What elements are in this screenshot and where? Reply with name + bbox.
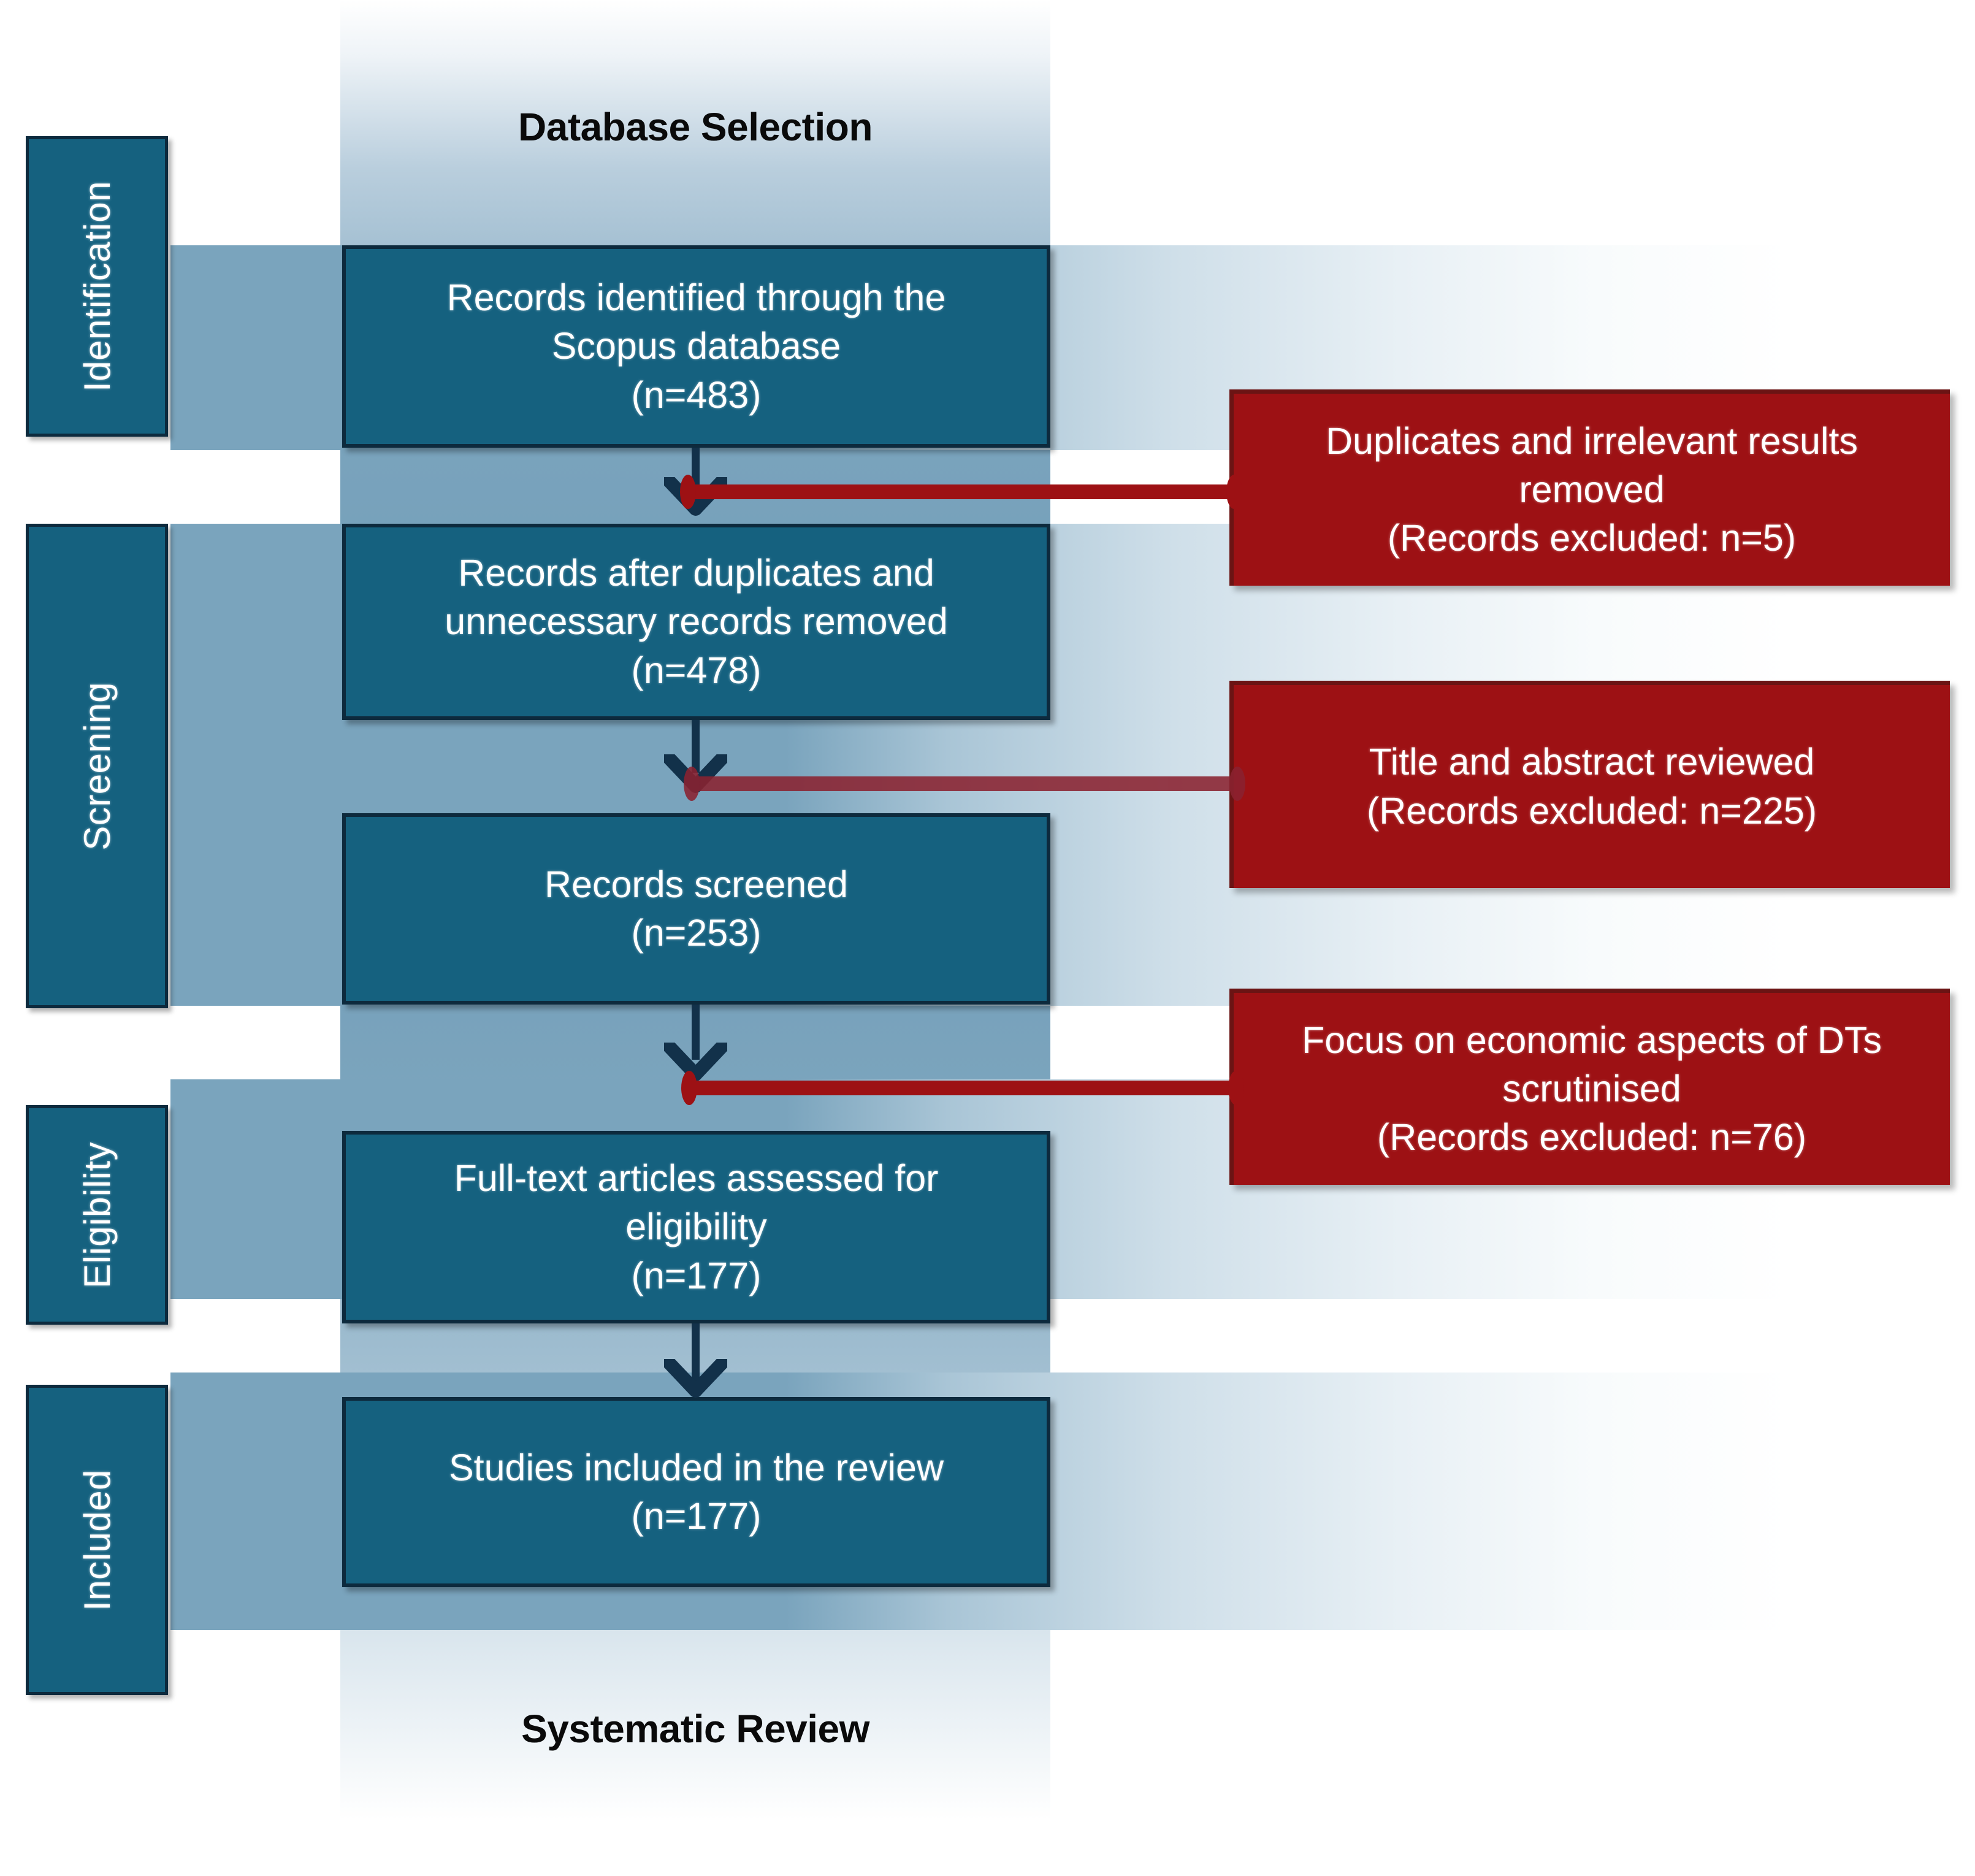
- flow-box-line-3: (n=483): [631, 373, 762, 416]
- connector-endpoint-right: [1226, 475, 1242, 509]
- exclusion-box-title-abstract-reviewed: Title and abstract reviewed (Records exc…: [1229, 681, 1950, 888]
- diagram-title-top: Database Selection: [518, 105, 873, 149]
- flow-box-line-1: Records screened: [544, 863, 849, 905]
- flow-box-line-1: Full-text articles assessed for: [454, 1157, 939, 1200]
- connector-endpoint-left: [680, 475, 696, 509]
- flow-box-full-text-assessed: Full-text articles assessed for eligibil…: [342, 1131, 1050, 1323]
- arrow-stem-2: [692, 720, 700, 773]
- exclusion-box-line-2: (Records excluded: n=225): [1366, 789, 1817, 832]
- flow-box-records-after-duplicates: Records after duplicates and unnecessary…: [342, 524, 1050, 720]
- exclusion-box-line-1: Duplicates and irrelevant results: [1326, 419, 1858, 462]
- flow-box-line-3: (n=478): [631, 649, 762, 691]
- stage-tab-eligibility-label: Eligibility: [76, 1141, 118, 1288]
- exclusion-box-economic-focus-scrutinised: Focus on economic aspects of DTs scrutin…: [1229, 989, 1950, 1185]
- flow-box-line-1: Records after duplicates and: [458, 552, 934, 594]
- flow-box-line-2: (n=177): [631, 1495, 762, 1537]
- exclusion-box-line-3: (Records excluded: n=5): [1387, 517, 1797, 559]
- flow-box-line-2: unnecessary records removed: [445, 600, 948, 643]
- stage-tab-included: Included: [26, 1385, 168, 1695]
- exclusion-box-line-1: Focus on economic aspects of DTs: [1302, 1019, 1882, 1061]
- flow-box-line-2: (n=253): [631, 912, 762, 954]
- exclusion-box-line-2: removed: [1519, 468, 1665, 510]
- flow-box-studies-included: Studies included in the review (n=177): [342, 1397, 1050, 1587]
- stage-tab-included-label: Included: [76, 1469, 118, 1611]
- arrow-down-icon-3: [664, 1043, 727, 1083]
- connector-endpoint-left: [681, 1071, 697, 1105]
- arrow-down-icon-4: [664, 1359, 727, 1399]
- flow-box-line-2: eligibility: [625, 1206, 767, 1248]
- arrow-stem-4: [692, 1323, 700, 1385]
- connector-line-title-abstract: [684, 767, 1245, 801]
- diagram-title-bottom: Systematic Review: [521, 1707, 869, 1751]
- stage-tab-identification: Identification: [26, 136, 168, 437]
- connector-line-duplicates: [680, 475, 1242, 509]
- connector-endpoint-left: [684, 767, 700, 801]
- exclusion-box-line-2: scrutinised: [1502, 1067, 1681, 1109]
- stage-tab-screening-label: Screening: [76, 681, 118, 851]
- exclusion-box-line-3: (Records excluded: n=76): [1377, 1116, 1807, 1158]
- flow-box-line-3: (n=177): [631, 1254, 762, 1296]
- flow-box-records-screened: Records screened (n=253): [342, 813, 1050, 1005]
- arrow-stem-3: [692, 1005, 700, 1060]
- connector-endpoint-right: [1228, 1071, 1244, 1105]
- flow-box-line-1: Studies included in the review: [448, 1446, 944, 1488]
- connector-line-economic-focus: [681, 1071, 1244, 1105]
- stage-tab-screening: Screening: [26, 524, 168, 1008]
- flow-box-line-1: Records identified through the: [446, 277, 946, 319]
- stage-tab-identification-label: Identification: [76, 181, 118, 392]
- connector-endpoint-right: [1229, 767, 1245, 801]
- stage-tab-eligibility: Eligibility: [26, 1105, 168, 1325]
- flow-box-line-2: Scopus database: [551, 325, 841, 367]
- flow-box-records-identified: Records identified through the Scopus da…: [342, 245, 1050, 448]
- exclusion-box-duplicates-removed: Duplicates and irrelevant results remove…: [1229, 389, 1950, 586]
- exclusion-box-line-1: Title and abstract reviewed: [1369, 741, 1815, 783]
